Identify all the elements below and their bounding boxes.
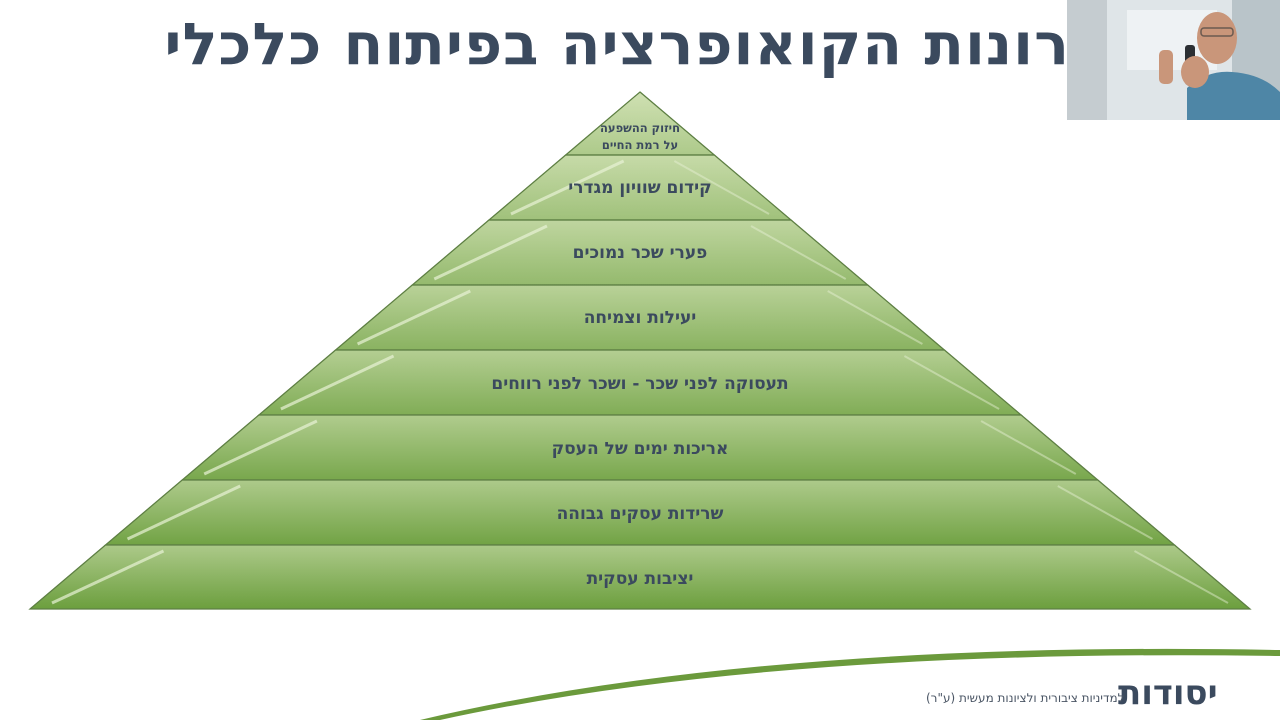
- tier-highlight-left-5: [280, 354, 395, 411]
- tier-label-7: שרידות עסקים גבוהה: [556, 504, 724, 524]
- tier-label-4: יעילות וצמיחה: [583, 308, 697, 328]
- tier-label-1: חיזוק ההשפעה על רמת החיים: [0, 120, 1280, 154]
- pyramid-tier-8: [28, 544, 1252, 610]
- tier-highlight-right-4: [827, 290, 923, 345]
- tier-highlight-right-7: [1057, 485, 1153, 540]
- tier-label-3: פערי שכר נמוכים: [572, 243, 708, 263]
- tier-1-line1: חיזוק ההשפעה: [600, 121, 680, 135]
- tier-highlight-right-3: [750, 225, 847, 280]
- tier-highlight-left-8: [51, 549, 165, 605]
- tier-highlight-left-3: [433, 224, 548, 281]
- tier-highlight-left-4: [356, 289, 471, 346]
- slide-title: רונות הקואופרציה בפיתוח כלכלי: [164, 10, 1070, 78]
- tier-highlight-left-7: [126, 484, 241, 541]
- tier-1-line2: על רמת החיים: [601, 138, 679, 152]
- footer-brand-logo: יסודות: [1118, 673, 1218, 713]
- tier-highlight-right-6: [980, 420, 1077, 475]
- tier-highlight-left-2: [510, 159, 625, 216]
- tier-label-6: אריכות ימים של העסק: [551, 439, 729, 459]
- presenter-webcam-video: [1067, 0, 1280, 120]
- footer-tagline: למדיניות ציבורית ולציונות מעשית (ע"ר): [926, 691, 1125, 705]
- tier-highlight-right-5: [903, 355, 1000, 410]
- tier-label-2: קידום שוויון מגדרי: [568, 178, 712, 198]
- tier-highlight-left-6: [203, 419, 318, 476]
- tier-label-8: יציבות עסקית: [586, 569, 694, 589]
- tier-label-5: תעסוקה לפני שכר - ושכר לפני רווחים: [491, 374, 789, 394]
- tier-highlight-right-8: [1134, 550, 1229, 604]
- tier-highlight-right-2: [673, 160, 770, 215]
